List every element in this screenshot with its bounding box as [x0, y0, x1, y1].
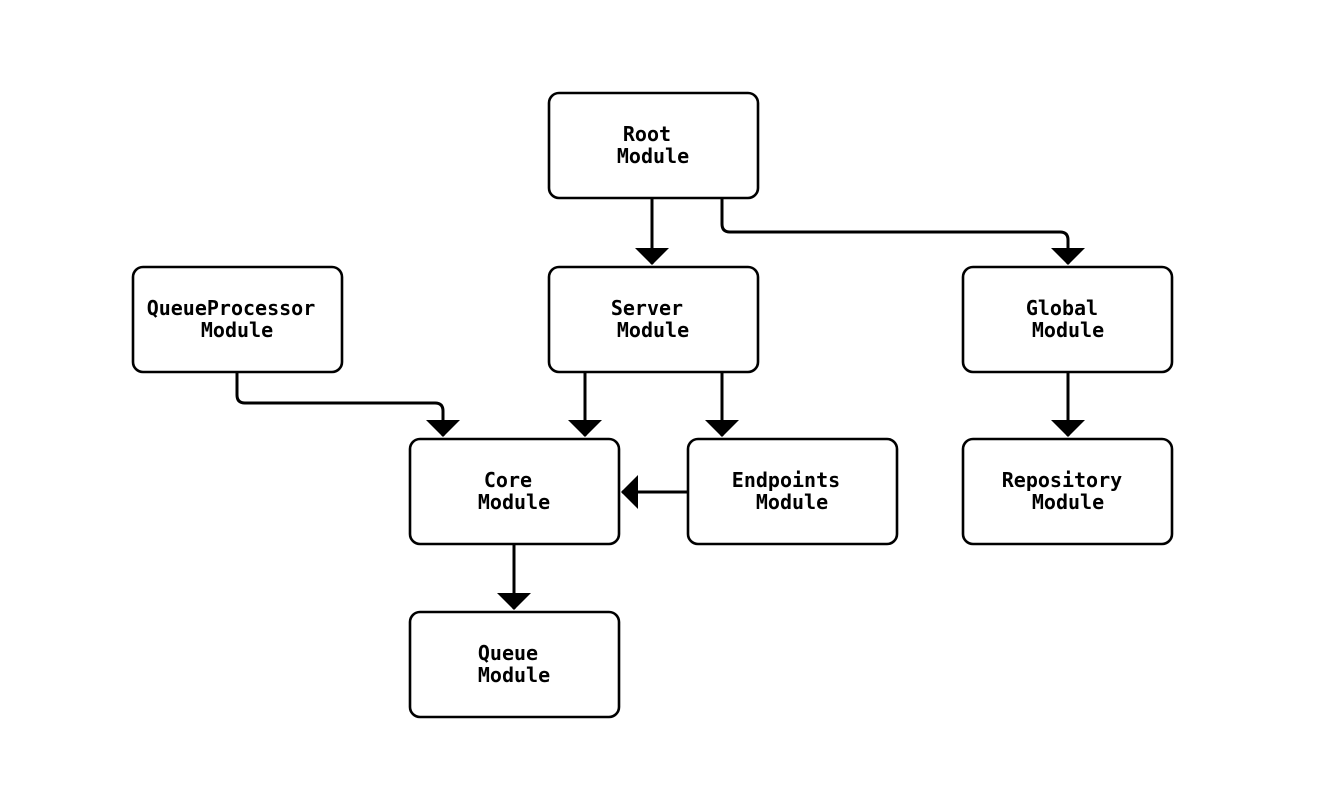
node-server-module-label-line1: Server	[611, 296, 683, 320]
node-repository-module: Repository Module	[961, 437, 1174, 546]
node-server-module-label-line2: Module	[617, 318, 689, 342]
node-queueprocessor-module-box	[131, 265, 344, 374]
node-endpoints-module-label-line1: Endpoints	[732, 468, 840, 492]
node-queue-module-label: Queue Module	[478, 641, 550, 687]
node-queue-module-label-line2: Module	[478, 663, 550, 687]
node-core-module-box	[408, 437, 621, 546]
node-endpoints-module-box	[686, 437, 899, 546]
node-root-module-label-line1: Root	[623, 122, 671, 146]
node-queueprocessor-module-label-line2: Module	[201, 318, 273, 342]
node-endpoints-module-label-line2: Module	[756, 490, 828, 514]
node-queue-module: Queue Module	[408, 610, 621, 719]
node-endpoints-module-label: Endpoints Module	[732, 468, 852, 514]
node-global-module-label-line2: Module	[1032, 318, 1104, 342]
node-endpoints-module: Endpoints Module	[686, 437, 899, 546]
node-global-module-label: Global Module	[1026, 296, 1110, 342]
node-queueprocessor-module-label-line1: QueueProcessor	[147, 296, 316, 320]
node-repository-module-label-line1: Repository	[1002, 468, 1122, 492]
node-repository-module-label: Repository Module	[1002, 468, 1134, 514]
node-core-module-label-line2: Module	[478, 490, 550, 514]
node-root-module-box	[547, 91, 760, 200]
edge-root-to-global	[720, 199, 1085, 265]
node-root-module: Root Module	[547, 91, 760, 200]
node-global-module-label-line1: Global	[1026, 296, 1098, 320]
node-server-module-box	[547, 265, 760, 374]
node-server-module-label: Server Module	[611, 296, 695, 342]
node-core-module-label: Core Module	[478, 468, 550, 514]
node-repository-module-box	[961, 437, 1174, 546]
node-root-module-label: Root Module	[617, 122, 689, 168]
node-repository-module-label-line2: Module	[1032, 490, 1104, 514]
node-core-module: Core Module	[408, 437, 621, 546]
node-server-module: Server Module	[547, 265, 760, 374]
edge-queueprocessor-to-core	[235, 372, 460, 437]
node-queue-module-label-line1: Queue	[478, 641, 538, 665]
node-queueprocessor-module: QueueProcessor Module	[131, 265, 344, 374]
node-queue-module-box	[408, 610, 621, 719]
node-core-module-label-line1: Core	[484, 468, 532, 492]
node-global-module: Global Module	[961, 265, 1174, 374]
node-queueprocessor-module-label: QueueProcessor Module	[147, 296, 328, 342]
node-root-module-label-line2: Module	[617, 144, 689, 168]
node-global-module-box	[961, 265, 1174, 374]
